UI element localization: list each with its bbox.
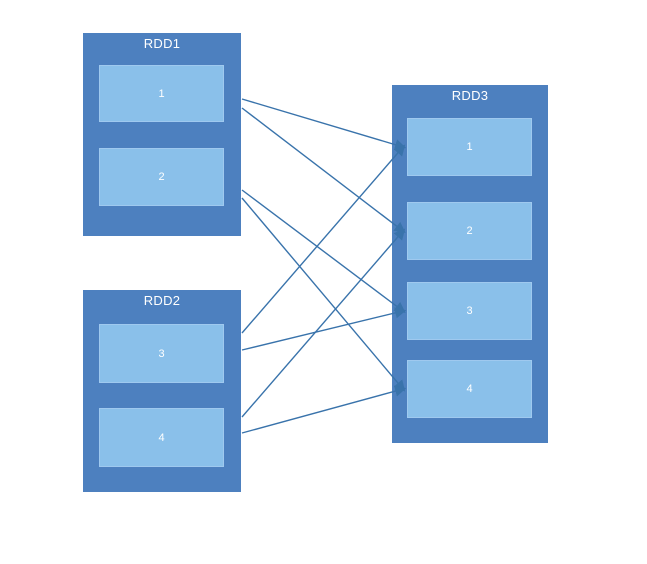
rdd1-partition-1: 1 (99, 65, 224, 122)
rdd2-partition-3-label: 3 (158, 347, 165, 360)
rdd1-title: RDD1 (143, 36, 181, 51)
rdd1-partition-2: 2 (99, 148, 224, 206)
rdd3-partition-3: 3 (407, 282, 532, 340)
rdd3-partition-3-label: 3 (466, 305, 473, 317)
rdd3-partition-4: 4 (407, 360, 532, 418)
rdd3-partition-4-label: 4 (466, 383, 473, 395)
rdd2-partition-4-label: 4 (158, 431, 165, 444)
rdd3-partition-1: 1 (407, 118, 532, 176)
edge-rdd2-3-rdd3-1 (241, 144, 406, 334)
rdd-group-rdd2: RDD2 3 4 (83, 290, 241, 492)
rdd3-title: RDD3 (451, 88, 489, 103)
rdd-group-rdd3: RDD3 1 2 3 4 (392, 85, 548, 443)
rdd3-partition-2: 2 (407, 202, 532, 260)
edge-rdd2-3-rdd3-3 (241, 307, 407, 351)
rdd3-partition-2-label: 2 (466, 225, 473, 237)
rdd1-partition-2-label: 2 (158, 171, 165, 183)
rdd2-partition-3: 3 (99, 324, 224, 383)
edge-rdd1-2-rdd3-3 (241, 189, 406, 314)
rdd3-partition-1-label: 1 (466, 141, 473, 153)
edge-rdd1-2-rdd3-4 (241, 197, 406, 392)
rdd1-partition-1-label: 1 (158, 87, 165, 100)
edge-rdd1-1-rdd3-1 (241, 98, 407, 151)
rdd2-partition-4: 4 (99, 408, 224, 467)
edge-rdd1-1-rdd3-2 (241, 107, 406, 234)
rdd-group-rdd1: RDD1 1 2 (83, 33, 241, 236)
edge-rdd2-4-rdd3-2 (241, 228, 406, 418)
rdd2-title: RDD2 (143, 293, 181, 308)
edge-rdd2-4-rdd3-4 (241, 385, 407, 434)
